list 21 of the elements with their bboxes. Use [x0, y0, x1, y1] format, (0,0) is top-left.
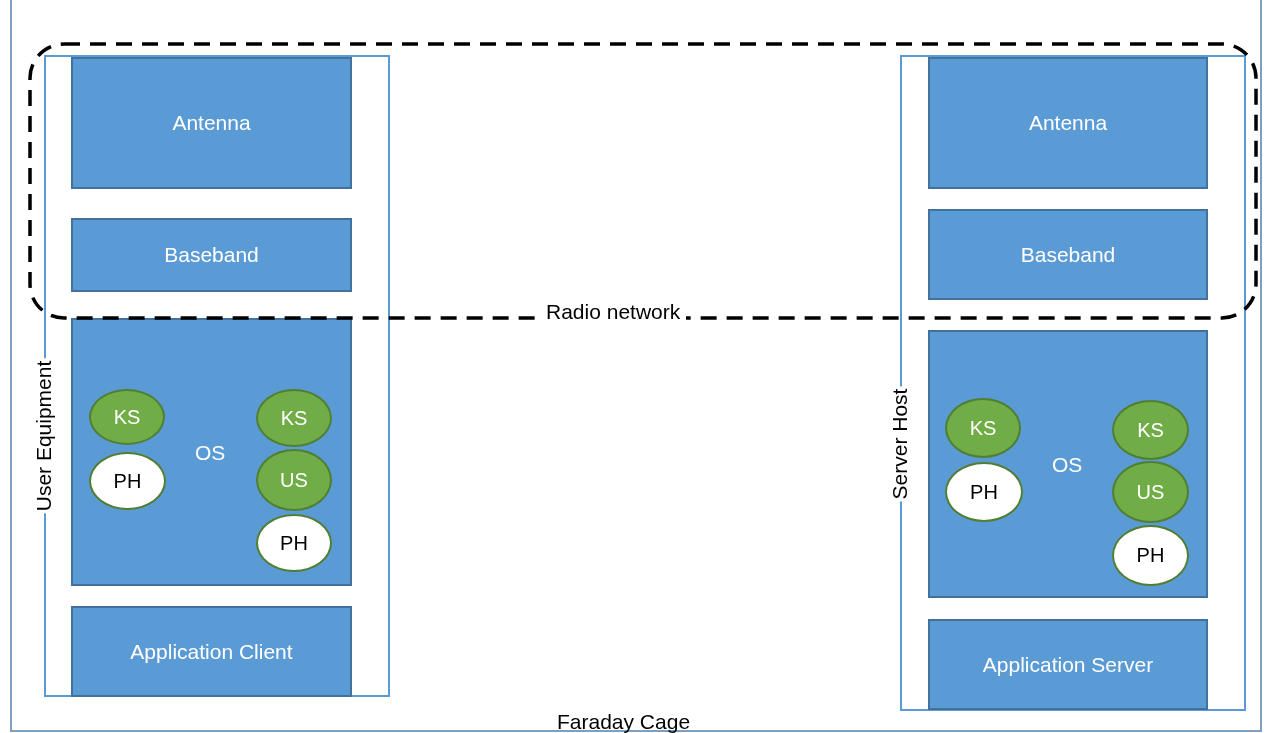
component-box: Baseband: [71, 218, 352, 292]
module-circle: US: [256, 449, 332, 511]
component-box: Application Client: [71, 606, 352, 697]
component-box: Antenna: [71, 57, 352, 189]
component-box: Application Server: [928, 619, 1208, 710]
module-circle: PH: [89, 452, 166, 510]
layer-label: OS: [195, 441, 226, 465]
module-circle: KS: [256, 389, 332, 447]
module-circle: KS: [89, 389, 165, 445]
layer-box: [71, 318, 352, 586]
module-circle: KS: [1112, 400, 1189, 460]
module-circle: US: [1112, 461, 1189, 523]
module-circle: PH: [1112, 525, 1189, 586]
module-circle: PH: [256, 514, 332, 572]
component-box: Antenna: [928, 57, 1208, 189]
layer-label: OS: [1052, 453, 1083, 477]
frame-label: Faraday Cage: [557, 710, 691, 733]
module-circle: PH: [945, 462, 1023, 522]
layer-box: [928, 330, 1208, 598]
module-circle: KS: [945, 398, 1021, 458]
component-box: Baseband: [928, 209, 1208, 300]
